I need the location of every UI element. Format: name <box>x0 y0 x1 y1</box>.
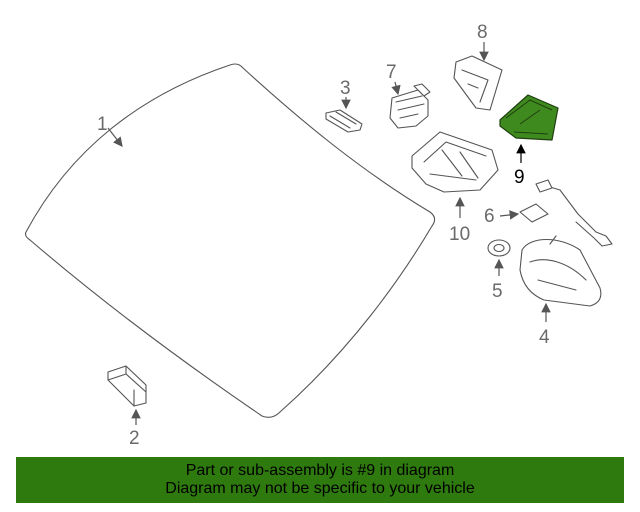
callout-1: 1 <box>97 114 123 147</box>
callout-label: 8 <box>477 22 488 43</box>
mirror-housing-part <box>519 235 602 307</box>
banner-line-2: Diagram may not be specific to your vehi… <box>165 480 475 497</box>
camera-module-part <box>499 94 559 141</box>
callout-label: 9 <box>514 167 525 188</box>
banner-line-1: Part or sub-assembly is #9 in diagram <box>185 462 455 479</box>
callout-label: 5 <box>492 281 503 302</box>
callout-8: 8 <box>477 22 489 62</box>
callout-5: 5 <box>492 258 504 302</box>
connector-part <box>519 179 613 247</box>
callout-6: 6 <box>484 206 520 227</box>
callout-label: 2 <box>129 428 140 449</box>
callout-label: 7 <box>386 62 397 83</box>
grommet-part <box>487 239 511 257</box>
callout-10: 10 <box>449 196 470 245</box>
callout-label: 1 <box>97 114 108 135</box>
callout-2: 2 <box>129 408 141 449</box>
bracket-part <box>453 55 503 111</box>
info-banner: Part or sub-assembly is #9 in diagram Di… <box>16 457 624 503</box>
windshield-part <box>24 63 436 418</box>
mounting-plate-part <box>411 131 499 193</box>
callout-label: 4 <box>539 327 550 348</box>
callout-label: 6 <box>484 206 495 227</box>
block-part <box>107 365 147 407</box>
callout-4: 4 <box>539 302 551 348</box>
clip-part <box>325 109 363 133</box>
callout-9: 9 <box>514 143 526 188</box>
callout-label: 10 <box>449 224 470 245</box>
callout-3: 3 <box>340 78 351 110</box>
callout-label: 3 <box>340 78 351 99</box>
callout-7: 7 <box>386 62 401 96</box>
sensor-part <box>389 83 431 129</box>
